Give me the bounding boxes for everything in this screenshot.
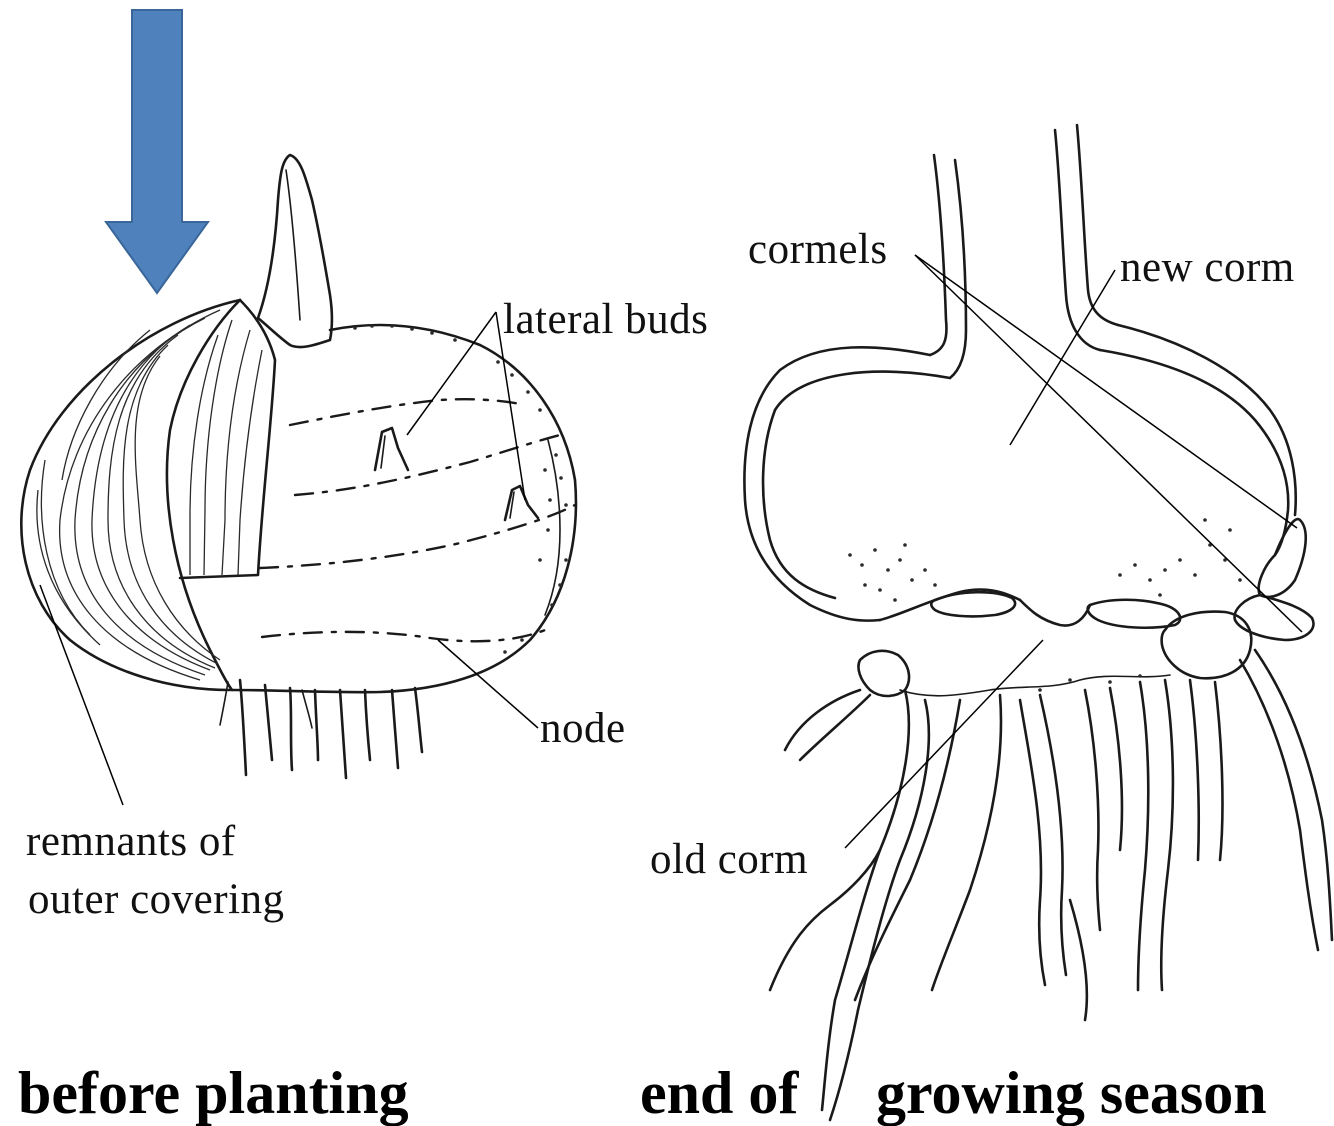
planting-arrow-icon: [106, 10, 208, 293]
corm-before-planting: [21, 10, 576, 805]
caption-before-planting: before planting: [18, 1063, 409, 1123]
label-new-corm: new corm: [1120, 246, 1295, 289]
label-lateral-buds: lateral buds: [503, 298, 708, 341]
label-old-corm: old corm: [650, 838, 808, 881]
label-node: node: [540, 707, 626, 750]
caption-end-of: end of: [640, 1063, 798, 1123]
left-leader-lines: [40, 312, 538, 805]
tunic-hatching: [190, 320, 262, 575]
label-remnants-line1: remnants of: [26, 820, 236, 863]
corm-surface-stipple: [353, 324, 568, 654]
old-corm-roots: [770, 650, 1332, 1120]
right-leader-lines: [845, 255, 1302, 848]
caption-growing-season: growing season: [876, 1063, 1267, 1123]
label-cormels: cormels: [748, 228, 888, 271]
corm-roots: [220, 680, 422, 778]
label-remnants-line2: outer covering: [28, 878, 285, 921]
